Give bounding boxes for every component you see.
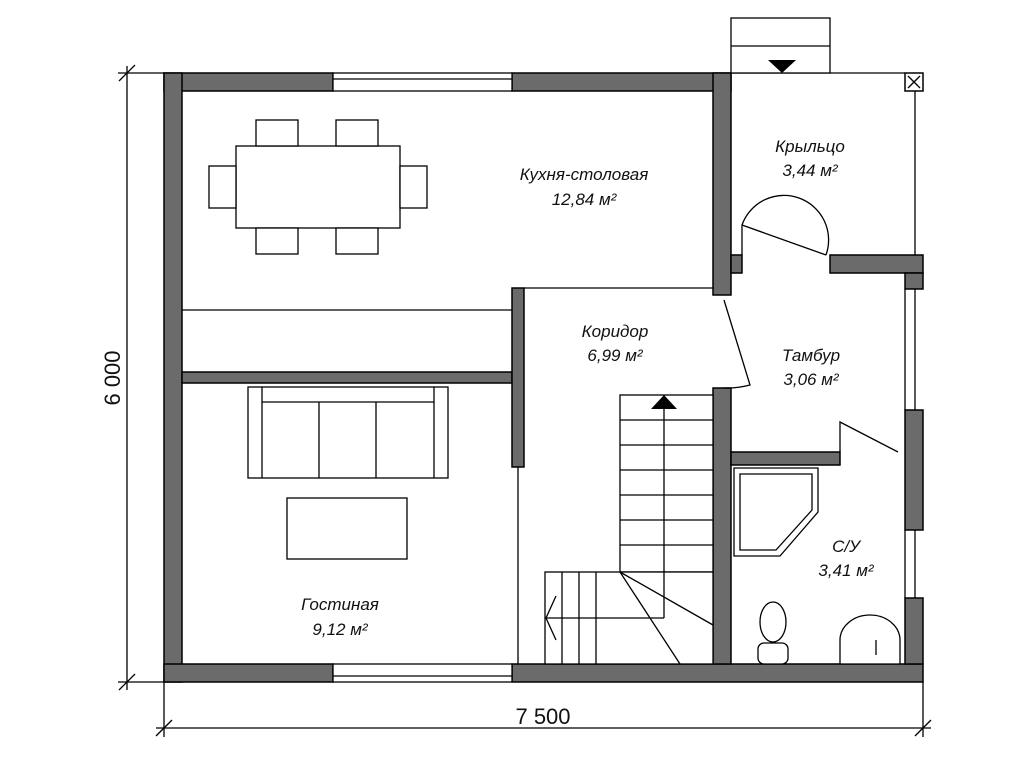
partitions — [182, 17, 905, 664]
toilet — [759, 601, 787, 643]
room-name-vestibule: Тамбур — [782, 346, 840, 365]
coffee-table — [286, 497, 408, 560]
room-name-corridor: Коридор — [582, 322, 649, 341]
stairs-up-arrow-icon — [651, 395, 677, 409]
room-area-kitchen: 12,84 м² — [552, 190, 618, 209]
room-area-living: 9,12 м² — [312, 620, 368, 639]
room-name-porch: Крыльцо — [775, 137, 845, 156]
walls — [163, 72, 924, 683]
room-name-living: Гостиная — [301, 595, 379, 614]
room-area-bathroom: 3,41 м² — [818, 561, 874, 580]
dining-table — [208, 119, 428, 255]
height-dimension: 6 000 — [100, 350, 125, 405]
room-name-kitchen: Кухня-столовая — [520, 165, 649, 184]
room-area-porch: 3,44 м² — [782, 161, 838, 180]
bathroom-fixtures — [733, 467, 901, 665]
room-area-corridor: 6,99 м² — [587, 346, 643, 365]
doors — [723, 194, 899, 453]
room-area-vestibule: 3,06 м² — [783, 370, 839, 389]
entrance-arrow-icon — [768, 60, 796, 73]
width-dimension: 7 500 — [515, 704, 570, 729]
room-name-bathroom: С/У — [832, 537, 862, 556]
dimension-horizontal: 7 500 — [155, 682, 932, 737]
windows — [332, 72, 916, 683]
sofa — [247, 386, 449, 479]
dimension-vertical: 6 000 — [100, 64, 164, 691]
shower-tray — [733, 467, 819, 557]
room-labels: Кухня-столовая 12,84 м² Крыльцо 3,44 м² … — [301, 137, 875, 639]
staircase — [544, 394, 714, 665]
sink — [839, 614, 901, 665]
